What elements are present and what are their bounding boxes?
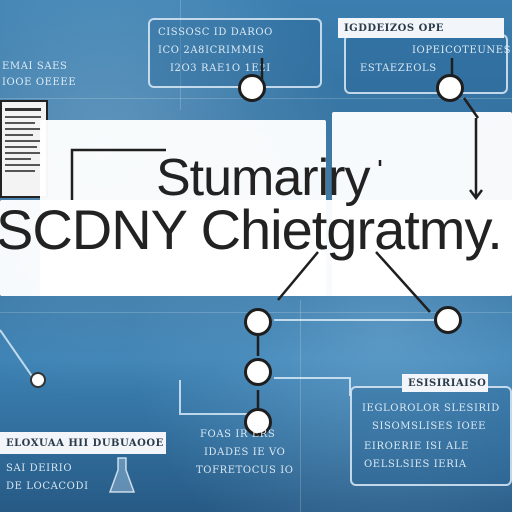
connector-node (434, 306, 462, 334)
edge-text: IOOE OEEEE (2, 77, 77, 88)
grid-line (180, 0, 181, 110)
top-left-card: CISSOSC ID DAROO ICO 2A8ICRIMMIS I2O3 RA… (148, 18, 322, 88)
title-line-1: Stumariry (156, 149, 370, 207)
center-text: TOFRETOCUS IO (196, 465, 294, 476)
title-line-2: SCDNY Chietgratmy. (0, 198, 503, 261)
lab-flask-icon (108, 456, 136, 496)
connector-node (436, 74, 464, 102)
card-line: SISOMSLISES IOEE (372, 421, 487, 432)
card-line: OELSLSIES IERIA (364, 459, 467, 470)
bottom-left-card-header: ELOXUAA HII DUBUAOOE (0, 432, 166, 454)
connector-node (244, 308, 272, 336)
connector-node (244, 358, 272, 386)
card-line: IOPEICOTEUNES (412, 45, 512, 56)
grid-line (300, 300, 301, 512)
bottom-right-card (350, 386, 512, 486)
connector-node (238, 74, 266, 102)
card-line: CISSOSC ID DAROO (158, 27, 273, 38)
bottom-right-card-header: ESISIRIAISO (402, 374, 488, 392)
card-line: EIROERIE ISI ALE (364, 441, 469, 452)
edge-text: EMAI SAES (2, 61, 68, 72)
card-line: DE LOCACODI (6, 481, 89, 492)
center-text: FOAS IR ERS (200, 429, 276, 440)
card-line: ICO 2A8ICRIMMIS (158, 45, 265, 56)
card-line: ESTAEZEOLS (360, 63, 437, 74)
connector-node (244, 408, 272, 436)
top-right-card-header: IGDDEIZOS OPE (338, 18, 504, 38)
card-line: SAI DEIRIO (6, 463, 73, 474)
center-text: IDADES IE VO (204, 447, 286, 458)
card-line: I2O3 RAE1O 1E2I (170, 63, 271, 74)
small-node (30, 372, 46, 388)
title-panel-full (0, 200, 512, 296)
card-line: IEGLOROLOR SLESIRID (362, 403, 500, 414)
